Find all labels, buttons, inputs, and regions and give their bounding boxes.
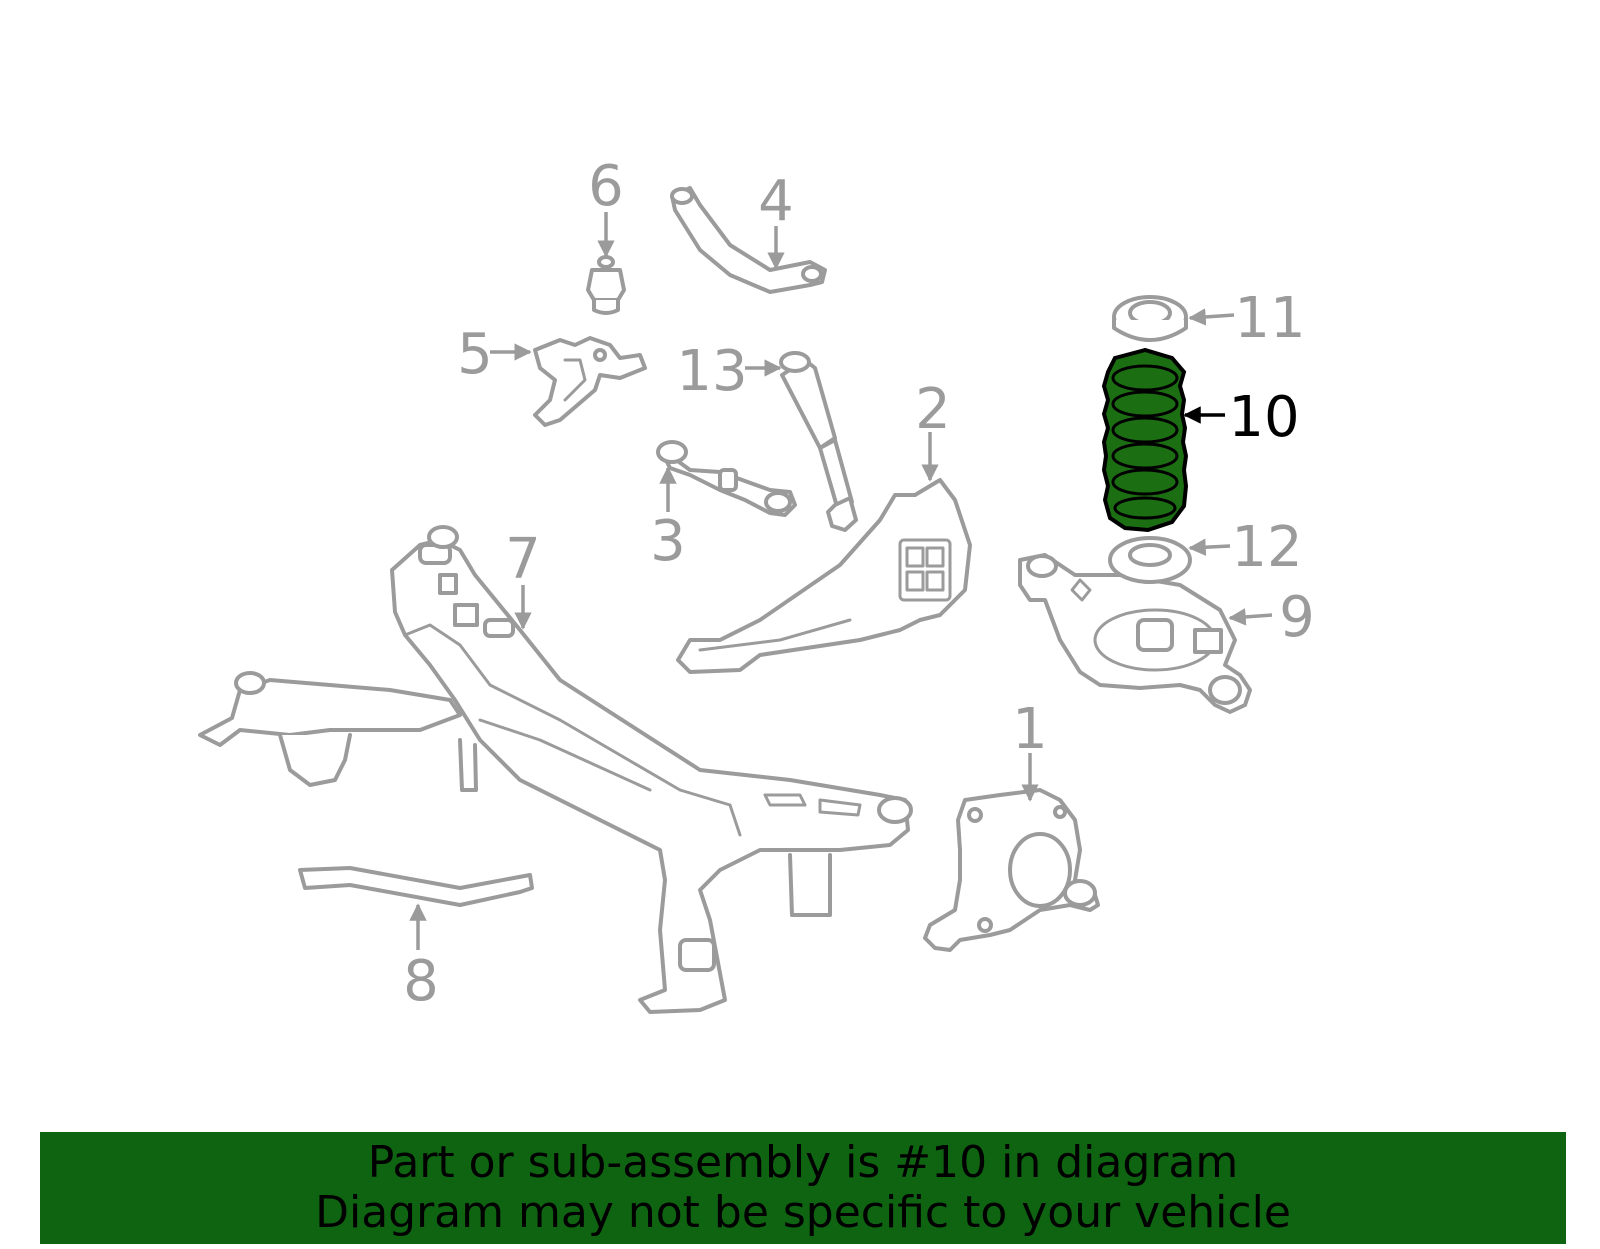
callout-10[interactable]: 10	[1228, 385, 1299, 450]
part-2-trailing-arm[interactable]	[676, 478, 972, 674]
banner-line-1: Part or sub-assembly is #10 in diagram	[367, 1137, 1239, 1188]
part-9-lower-arm[interactable]	[1018, 553, 1252, 714]
part-6-bushing[interactable]	[586, 255, 626, 315]
callout-12[interactable]: 12	[1231, 515, 1302, 580]
part-8-brace[interactable]	[298, 866, 534, 907]
callout-1[interactable]: 1	[1012, 697, 1048, 762]
callout-11[interactable]: 11	[1234, 286, 1305, 351]
callout-8[interactable]: 8	[403, 949, 439, 1014]
callout-4[interactable]: 4	[758, 169, 794, 234]
part-7-crossmember[interactable]	[198, 525, 913, 1014]
part-4-upper-arm[interactable]	[670, 186, 827, 294]
callout-7[interactable]: 7	[505, 527, 541, 592]
callout-3[interactable]: 3	[650, 509, 686, 574]
banner-line-2: Diagram may not be specific to your vehi…	[315, 1187, 1291, 1238]
callout-6[interactable]: 6	[588, 154, 624, 219]
part-1-knuckle[interactable]	[923, 788, 1100, 952]
callout-2[interactable]: 2	[915, 377, 951, 442]
part-3-lateral-link[interactable]	[656, 440, 797, 517]
part-11-upper-seat[interactable]	[1112, 295, 1188, 342]
leader-12	[1188, 538, 1231, 556]
callout-labels: 1 2 3 4 5 6 7 8 9 10 11 12 13	[403, 154, 1315, 1014]
info-banner: Part or sub-assembly is #10 in diagram D…	[40, 1132, 1566, 1244]
callout-5[interactable]: 5	[457, 322, 493, 387]
part-10-coil-spring[interactable]	[1101, 347, 1189, 533]
part-12-lower-seat[interactable]	[1108, 536, 1192, 584]
part-5-bracket[interactable]	[533, 336, 647, 427]
leader-9	[1228, 608, 1273, 626]
leader-lines	[409, 212, 1273, 950]
callout-13[interactable]: 13	[676, 339, 747, 404]
callout-9[interactable]: 9	[1279, 585, 1315, 650]
leader-11	[1188, 308, 1235, 326]
part-13-shock-absorber[interactable]	[779, 351, 858, 532]
